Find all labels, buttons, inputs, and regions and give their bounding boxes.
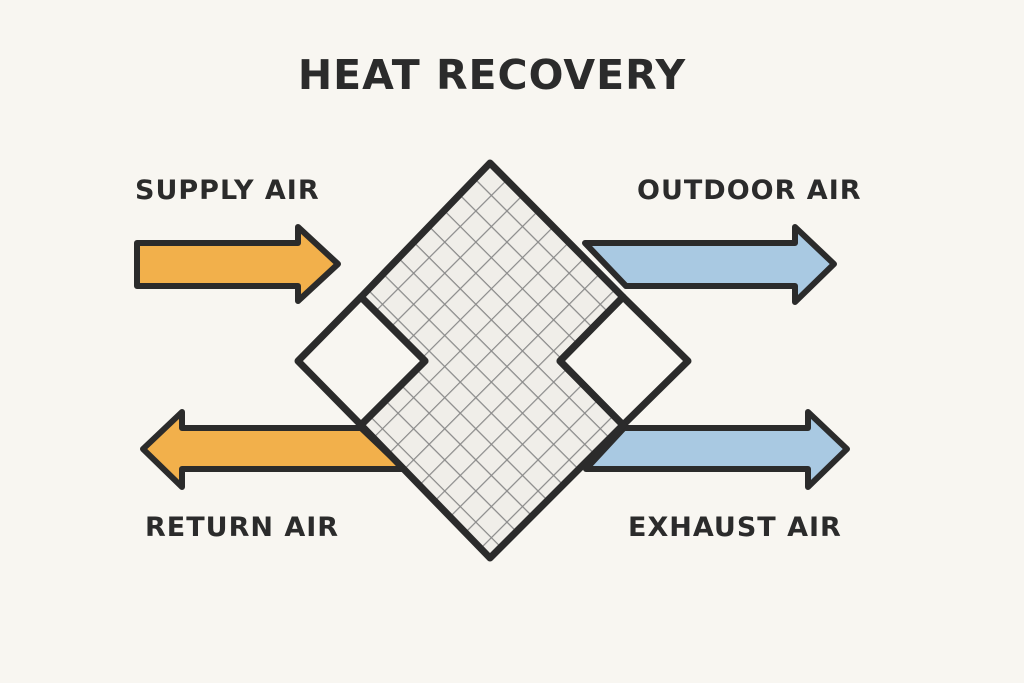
outdoor-air-arrow-icon	[582, 224, 837, 305]
core-mesh	[362, 163, 620, 558]
core-outline	[357, 159, 627, 562]
return-air-arrow-icon	[140, 409, 407, 490]
diagram-title: HEAT RECOVERY	[298, 51, 687, 99]
heat-exchanger-core-icon	[294, 159, 692, 562]
label-exhaust-air: EXHAUST AIR	[628, 512, 842, 543]
exhaust-air-arrow-icon	[583, 409, 850, 490]
label-outdoor-air: OUTDOOR AIR	[637, 175, 862, 206]
label-return-air: RETURN AIR	[145, 512, 339, 543]
label-supply-air: SUPPLY AIR	[135, 175, 320, 206]
supply-air-arrow-icon	[134, 224, 341, 304]
